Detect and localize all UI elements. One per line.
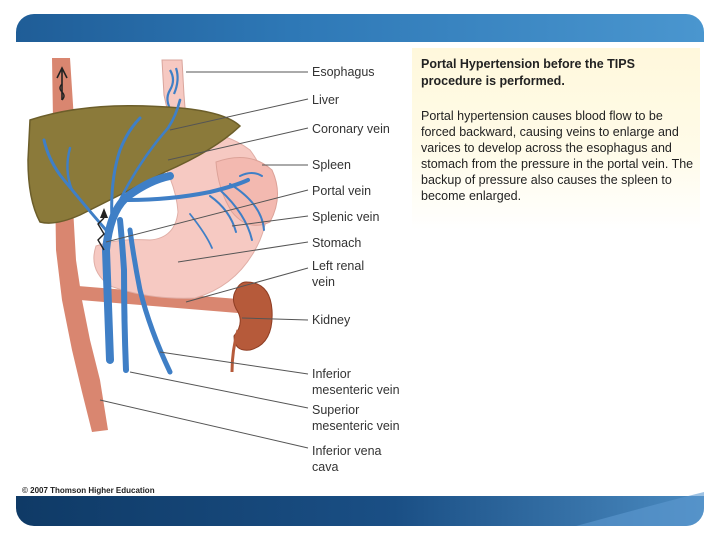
stomach-vein-3 [229,183,265,231]
leader-portal-vein [105,189,309,243]
leader-stomach [177,241,309,263]
label-portal-vein: Portal vein [312,184,372,198]
leader-vena-cava [99,399,309,449]
stomach-vein-1 [209,195,237,233]
liver-vein-branch [66,146,74,192]
liver-vein-left [42,138,108,232]
label-left-renal-vein-1: Left renal [312,259,365,273]
inferior-mesenteric-path [127,227,173,375]
leader-splenic-vein [231,215,309,227]
stomach-vein-5 [239,172,263,177]
portal-vein-arrowhead [100,208,108,218]
label-superior-mesenteric-2: mesenteric vein [312,419,400,433]
label-ivc-1: Inferior vena [312,444,382,458]
label-inferior-mesenteric-1: Inferior [312,367,351,381]
footer-curve [576,492,704,526]
leader-kidney [241,317,309,321]
stomach-vein-4 [189,213,213,249]
label-coronary-vein: Coronary vein [312,122,390,136]
footer-band [16,496,704,526]
portal-vein-path [101,172,174,364]
label-esophagus: Esophagus [312,65,375,79]
superior-mesenteric-path [117,217,129,373]
caption-box [412,48,700,230]
kidney-shape [232,281,273,351]
caption-title: Portal Hypertension before the TIPS proc… [421,57,635,88]
label-superior-mesenteric-1: Superior [312,403,360,417]
label-splenic-vein: Splenic vein [312,210,380,224]
copyright-notice: © 2007 Thomson Higher Education [22,486,155,495]
liver-vein-mid [110,116,142,222]
label-ivc-2: cava [312,460,339,474]
leader-coronary-vein [167,127,309,161]
label-liver: Liver [312,93,340,107]
label-kidney: Kidney [312,313,351,327]
header-band [16,14,704,42]
label-spleen: Spleen [312,158,351,172]
caption-body: Portal hypertension causes blood flow to… [421,109,694,203]
leader-liver [169,98,309,131]
leader-inferior-mesenteric [159,351,309,375]
spleen-shape [215,157,278,226]
liver-shape [27,104,242,224]
leader-lines [99,71,309,449]
leader-left-renal-vein [185,267,309,303]
esophagus-varices [166,67,179,113]
stomach-vein-2 [219,189,253,241]
leader-superior-mesenteric [129,371,309,409]
renal-vein-shape [78,286,250,314]
portal-vein-arrow [97,217,105,251]
vein-network [42,98,265,375]
vena-cava-squiggle [59,83,65,101]
label-left-renal-vein-2: vein [312,275,335,289]
splenic-vein-path [126,178,250,202]
label-stomach: Stomach [312,236,362,250]
ureter-shape [230,329,240,373]
coronary-vein-path [118,98,182,202]
label-inferior-mesenteric-2: mesenteric vein [312,383,400,397]
